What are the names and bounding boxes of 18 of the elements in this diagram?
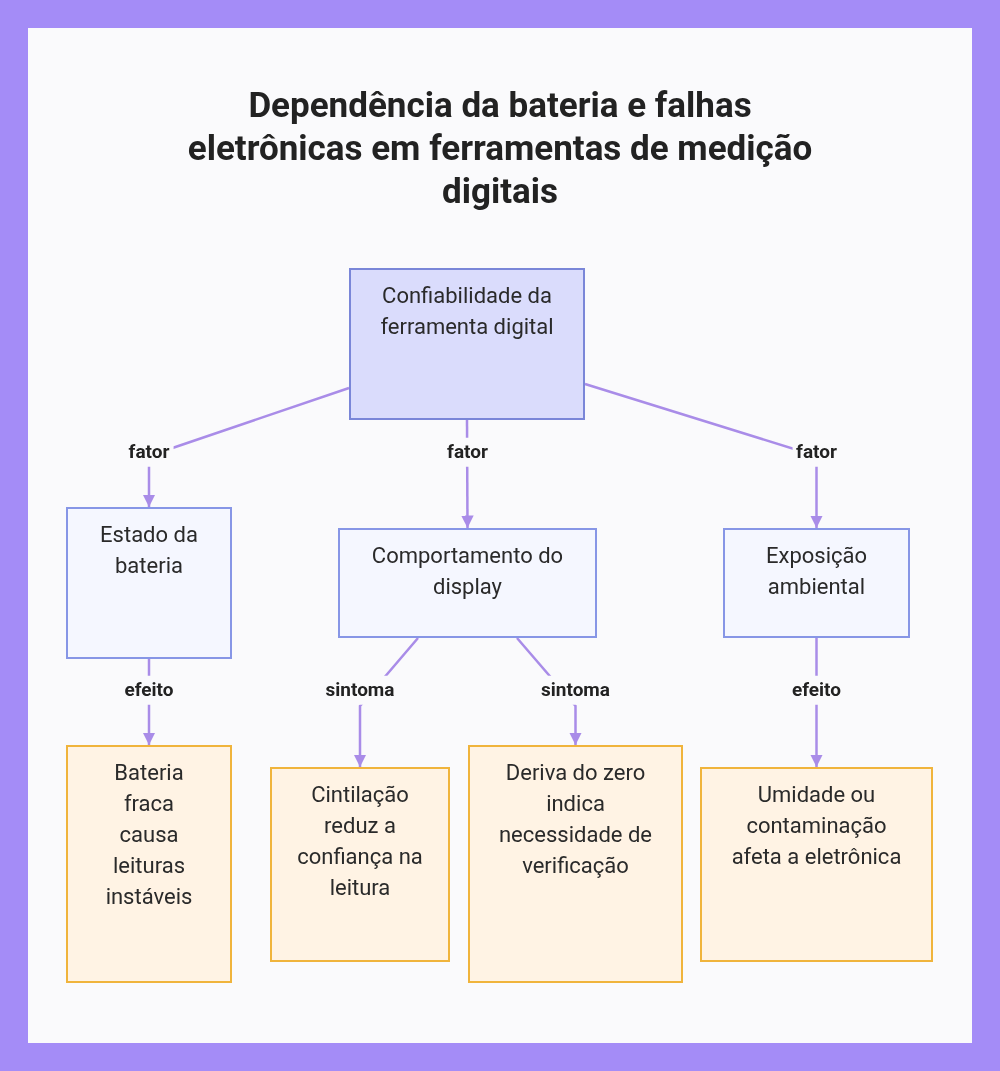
box-text: Estado da bateria (99, 521, 199, 580)
box-text: Bateria fraca causa leituras instáveis (104, 759, 194, 911)
effect-box (270, 767, 450, 962)
concept-box (723, 528, 910, 638)
box-text: Cintilação reduz a confiança na leitura (296, 781, 424, 902)
concept-box (66, 507, 232, 659)
box-text: Confiabilidade da ferramenta digital (379, 282, 555, 341)
box-text: Comportamento do display (370, 542, 565, 601)
effect-box (700, 767, 933, 962)
box-text: Umidade ou contaminação afeta a eletrônica (730, 781, 903, 871)
box-text: Deriva do zero indica necessidade de verificação (497, 759, 653, 880)
concept-box (349, 268, 585, 420)
box-text: Exposição ambiental (764, 542, 869, 601)
diagram-title: Dependência da bateria e falhas eletrônicas em ferramentas de medição digitais (186, 84, 814, 213)
effect-box (66, 745, 232, 983)
concept-box (338, 528, 597, 638)
arrow (584, 382, 823, 528)
effect-box (468, 745, 683, 983)
